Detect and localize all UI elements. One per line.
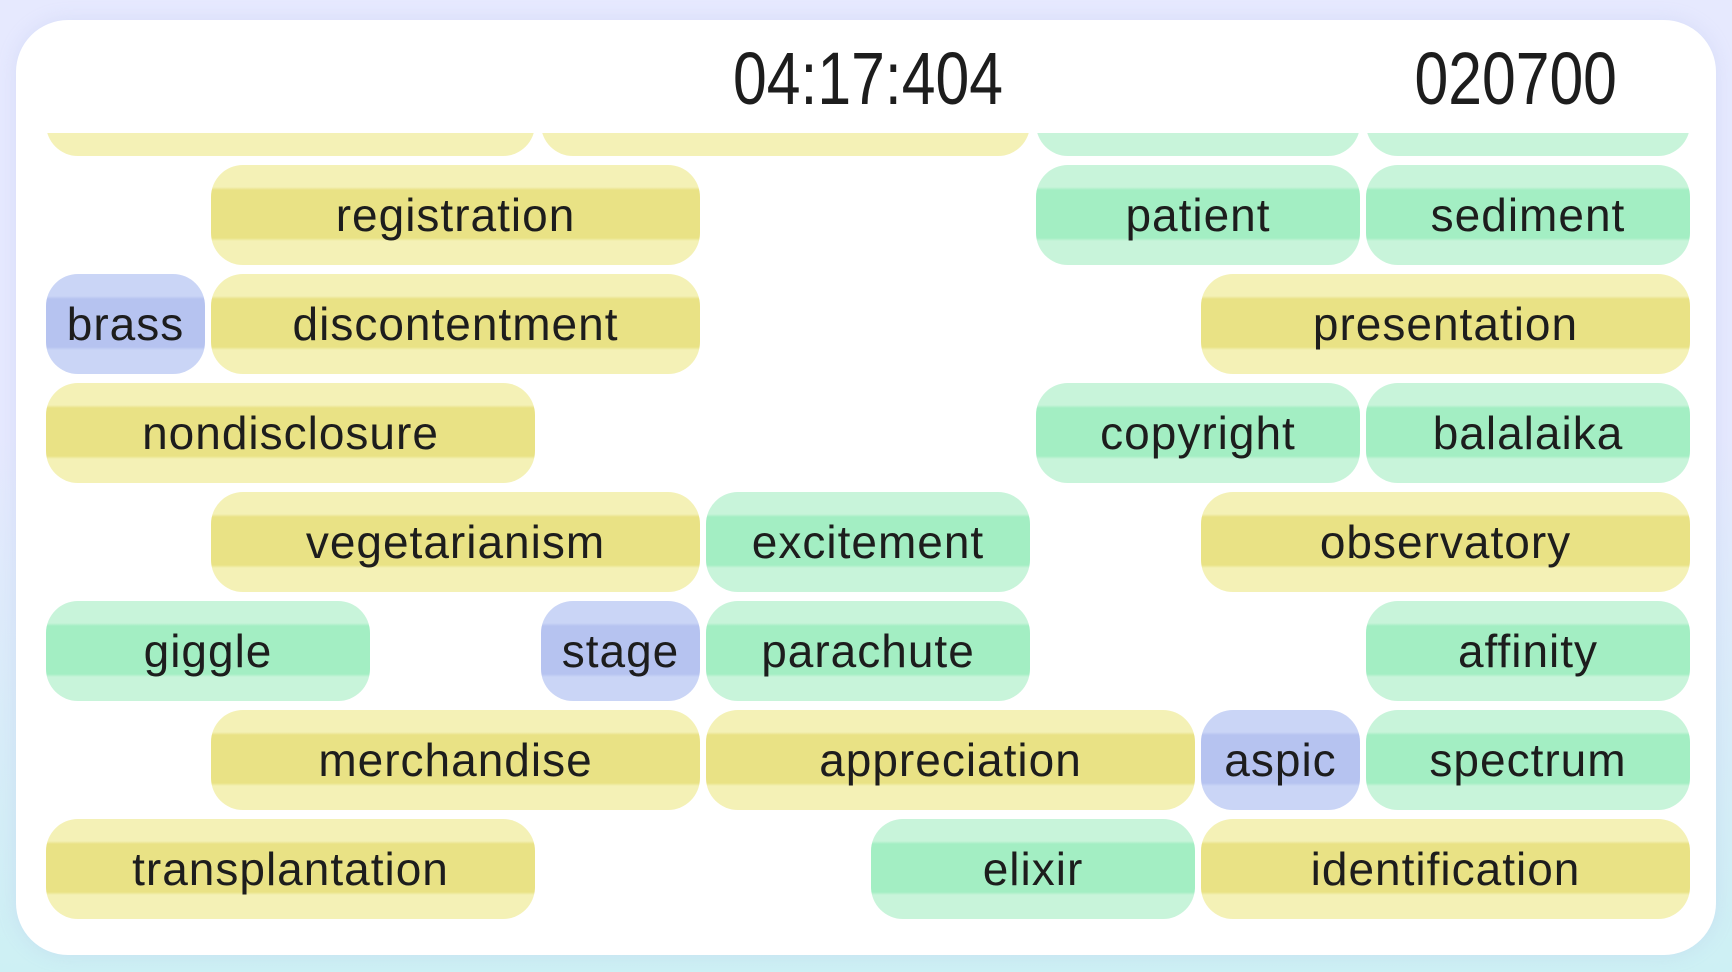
word-board-viewport: registration patient sediment brass disconte… — [46, 133, 1692, 933]
word-pill-sediment[interactable]: sediment — [1366, 165, 1690, 265]
word-pill-label: appreciation — [819, 734, 1082, 786]
word-pill-label: identification — [1310, 843, 1581, 895]
word-pill-identification[interactable]: identification — [1201, 819, 1690, 919]
word-pill-label: elixir — [982, 843, 1084, 895]
word-pill-label: brass — [66, 298, 185, 350]
word-pill-aspic[interactable]: aspic — [1201, 710, 1360, 810]
word-pill-copyright[interactable]: copyright — [1036, 383, 1360, 483]
word-pill-parachute[interactable]: parachute — [706, 601, 1030, 701]
word-pill-label: balalaika — [1432, 407, 1624, 459]
word-pill-presentation[interactable]: presentation — [1201, 274, 1690, 374]
word-pill-registration[interactable]: registration — [211, 165, 700, 265]
word-pill-discontentment[interactable]: discontentment — [211, 274, 700, 374]
word-pill-clipped[interactable] — [1366, 133, 1690, 156]
word-pill-spectrum[interactable]: spectrum — [1366, 710, 1690, 810]
word-pill-label: registration — [335, 189, 576, 241]
word-pill-giggle[interactable]: giggle — [46, 601, 370, 701]
word-pill-label: patient — [1125, 189, 1271, 241]
word-pill-brass[interactable]: brass — [46, 274, 205, 374]
word-board: registration patient sediment brass disconte… — [46, 133, 1692, 919]
word-pill-nondisclosure[interactable]: nondisclosure — [46, 383, 535, 483]
word-pill-label: presentation — [1312, 298, 1579, 350]
word-pill-elixir[interactable]: elixir — [871, 819, 1195, 919]
word-pill-label: affinity — [1457, 625, 1599, 677]
score-display: 020700 — [1414, 37, 1617, 120]
word-pill-stage[interactable]: stage — [541, 601, 700, 701]
word-pill-vegetarianism[interactable]: vegetarianism — [211, 492, 700, 592]
word-pill-label: nondisclosure — [142, 407, 439, 459]
word-pill-transplantation[interactable]: transplantation — [46, 819, 535, 919]
timer-display: 04:17:404 — [733, 37, 1003, 120]
word-pill-balalaika[interactable]: balalaika — [1366, 383, 1690, 483]
word-pill-clipped[interactable] — [541, 133, 1030, 156]
word-pill-clipped[interactable] — [46, 133, 535, 156]
word-pill-clipped[interactable] — [1036, 133, 1360, 156]
word-pill-label: excitement — [751, 516, 985, 568]
word-pill-excitement[interactable]: excitement — [706, 492, 1030, 592]
word-pill-label: stage — [561, 625, 680, 677]
word-pill-label: observatory — [1319, 516, 1572, 568]
word-pill-affinity[interactable]: affinity — [1366, 601, 1690, 701]
word-pill-label: merchandise — [318, 734, 593, 786]
word-pill-appreciation[interactable]: appreciation — [706, 710, 1195, 810]
word-pill-label: parachute — [761, 625, 975, 677]
word-pill-observatory[interactable]: observatory — [1201, 492, 1690, 592]
word-pill-label: giggle — [143, 625, 273, 677]
word-pill-label: aspic — [1224, 734, 1337, 786]
word-pill-label: copyright — [1100, 407, 1296, 459]
word-pill-label: vegetarianism — [305, 516, 606, 568]
word-pill-merchandise[interactable]: merchandise — [211, 710, 700, 810]
word-pill-label: spectrum — [1429, 734, 1627, 786]
word-pill-label: transplantation — [132, 843, 449, 895]
word-pill-label: discontentment — [292, 298, 619, 350]
word-pill-patient[interactable]: patient — [1036, 165, 1360, 265]
word-pill-label: sediment — [1430, 189, 1626, 241]
